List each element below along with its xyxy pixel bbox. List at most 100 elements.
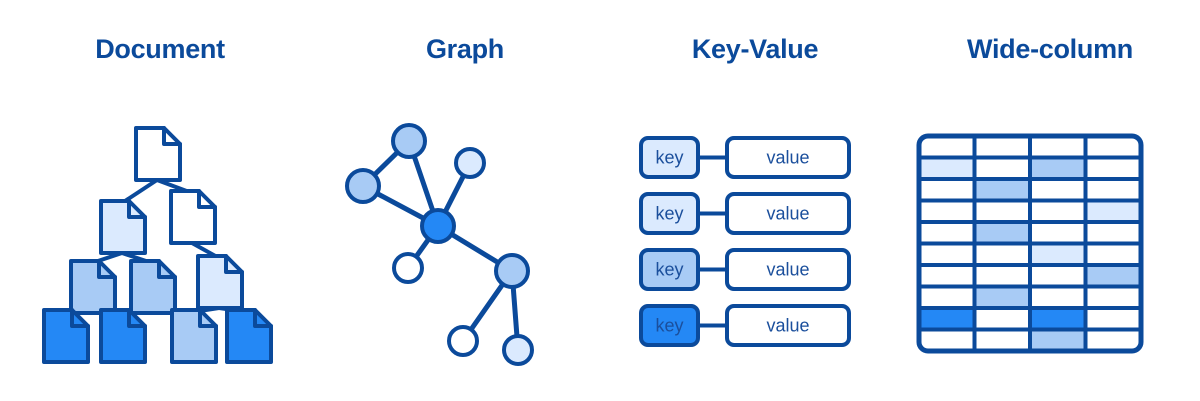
table-cell[interactable] (1030, 136, 1086, 158)
document-page-shape (129, 259, 177, 315)
table-cell[interactable] (1030, 200, 1086, 223)
panel-title-widecolumn: Wide-column (967, 34, 1133, 64)
table-cell[interactable] (974, 286, 1031, 309)
table-cell[interactable] (974, 243, 1031, 266)
table-cell[interactable] (1085, 157, 1142, 180)
document-tree-icon (0, 110, 320, 370)
table-cell[interactable] (919, 222, 975, 244)
table-cell[interactable] (1030, 243, 1086, 266)
table-cell[interactable] (1030, 286, 1086, 309)
table-cell[interactable] (1030, 179, 1086, 201)
document-node (99, 308, 147, 364)
table-gridlines (919, 136, 1141, 351)
table-cell[interactable] (919, 157, 975, 180)
document-page-shape (42, 308, 90, 364)
panel-widecolumn: Wide-column (900, 0, 1200, 401)
value-box[interactable] (725, 248, 851, 291)
table-cell[interactable] (1030, 265, 1086, 287)
table-cell[interactable] (1085, 136, 1142, 158)
table-cell[interactable] (1085, 200, 1142, 223)
table-cell[interactable] (974, 308, 1031, 330)
table-cell[interactable] (974, 200, 1031, 223)
panel-graph: Graph (320, 0, 610, 401)
table-cell[interactable] (1030, 308, 1086, 330)
table-cell[interactable] (919, 243, 975, 266)
key-label: key (655, 259, 683, 279)
panel-title-document: Document (95, 34, 225, 64)
graph-node (392, 252, 424, 284)
table-cell[interactable] (1085, 286, 1142, 309)
table-cell[interactable] (1030, 329, 1086, 352)
document-node (170, 308, 218, 364)
key-box[interactable] (639, 136, 700, 179)
graph-edges (360, 138, 521, 353)
document-tree-svg (42, 126, 273, 364)
document-fold-icon (197, 189, 217, 209)
key-label: key (655, 203, 683, 223)
document-node (134, 126, 182, 182)
panel-title-keyvalue: Key-Value (691, 34, 819, 64)
value-label: value (766, 259, 809, 279)
graph-node (447, 325, 479, 357)
table-cell[interactable] (919, 136, 975, 158)
document-fold-icon (253, 308, 273, 328)
value-label: value (766, 147, 809, 167)
table-grid-icon (900, 110, 1200, 370)
panel-title-graph: Graph (425, 34, 504, 64)
table-grid-svg (916, 133, 1144, 354)
table-cell[interactable] (1085, 265, 1142, 287)
graph-node (494, 253, 530, 289)
graph-node (454, 147, 486, 179)
document-node (42, 308, 90, 364)
table-cell[interactable] (974, 222, 1031, 244)
table-cell[interactable] (919, 286, 975, 309)
document-fold-icon (127, 199, 147, 219)
table-cell[interactable] (919, 308, 975, 330)
table-cell[interactable] (1085, 222, 1142, 244)
value-label: value (766, 315, 809, 335)
graph-node (502, 334, 534, 366)
table-cell[interactable] (1085, 243, 1142, 266)
table-cell[interactable] (919, 329, 975, 352)
document-page-shape (99, 308, 147, 364)
table-cell[interactable] (1085, 308, 1142, 330)
table-cell[interactable] (974, 157, 1031, 180)
panel-document: Document (0, 0, 320, 401)
value-box[interactable] (725, 192, 851, 235)
document-fold-icon (70, 308, 90, 328)
document-page-shape (99, 199, 147, 255)
graph-node (420, 208, 456, 244)
table-cell[interactable] (919, 265, 975, 287)
value-box[interactable] (725, 136, 851, 179)
document-page-shape (169, 189, 217, 245)
table-cell[interactable] (1030, 157, 1086, 180)
table-cell[interactable] (974, 265, 1031, 287)
document-fold-icon (127, 308, 147, 328)
document-fold-icon (198, 308, 218, 328)
table-cell[interactable] (974, 329, 1031, 352)
key-value-row: key value (639, 248, 851, 291)
document-node (196, 254, 244, 310)
table-cell[interactable] (974, 179, 1031, 201)
table-cell[interactable] (919, 179, 975, 201)
table-cells (919, 136, 1141, 351)
document-page-shape (170, 308, 218, 364)
document-node (129, 259, 177, 315)
table-cell[interactable] (974, 136, 1031, 158)
table-cell[interactable] (1085, 329, 1142, 352)
table-cell[interactable] (919, 200, 975, 223)
value-box[interactable] (725, 304, 851, 347)
table-cell[interactable] (1030, 222, 1086, 244)
document-node (99, 199, 147, 255)
key-box[interactable] (639, 304, 700, 347)
key-box[interactable] (639, 248, 700, 291)
table-cell[interactable] (1085, 179, 1142, 201)
document-node (225, 308, 273, 364)
key-box[interactable] (639, 192, 700, 235)
